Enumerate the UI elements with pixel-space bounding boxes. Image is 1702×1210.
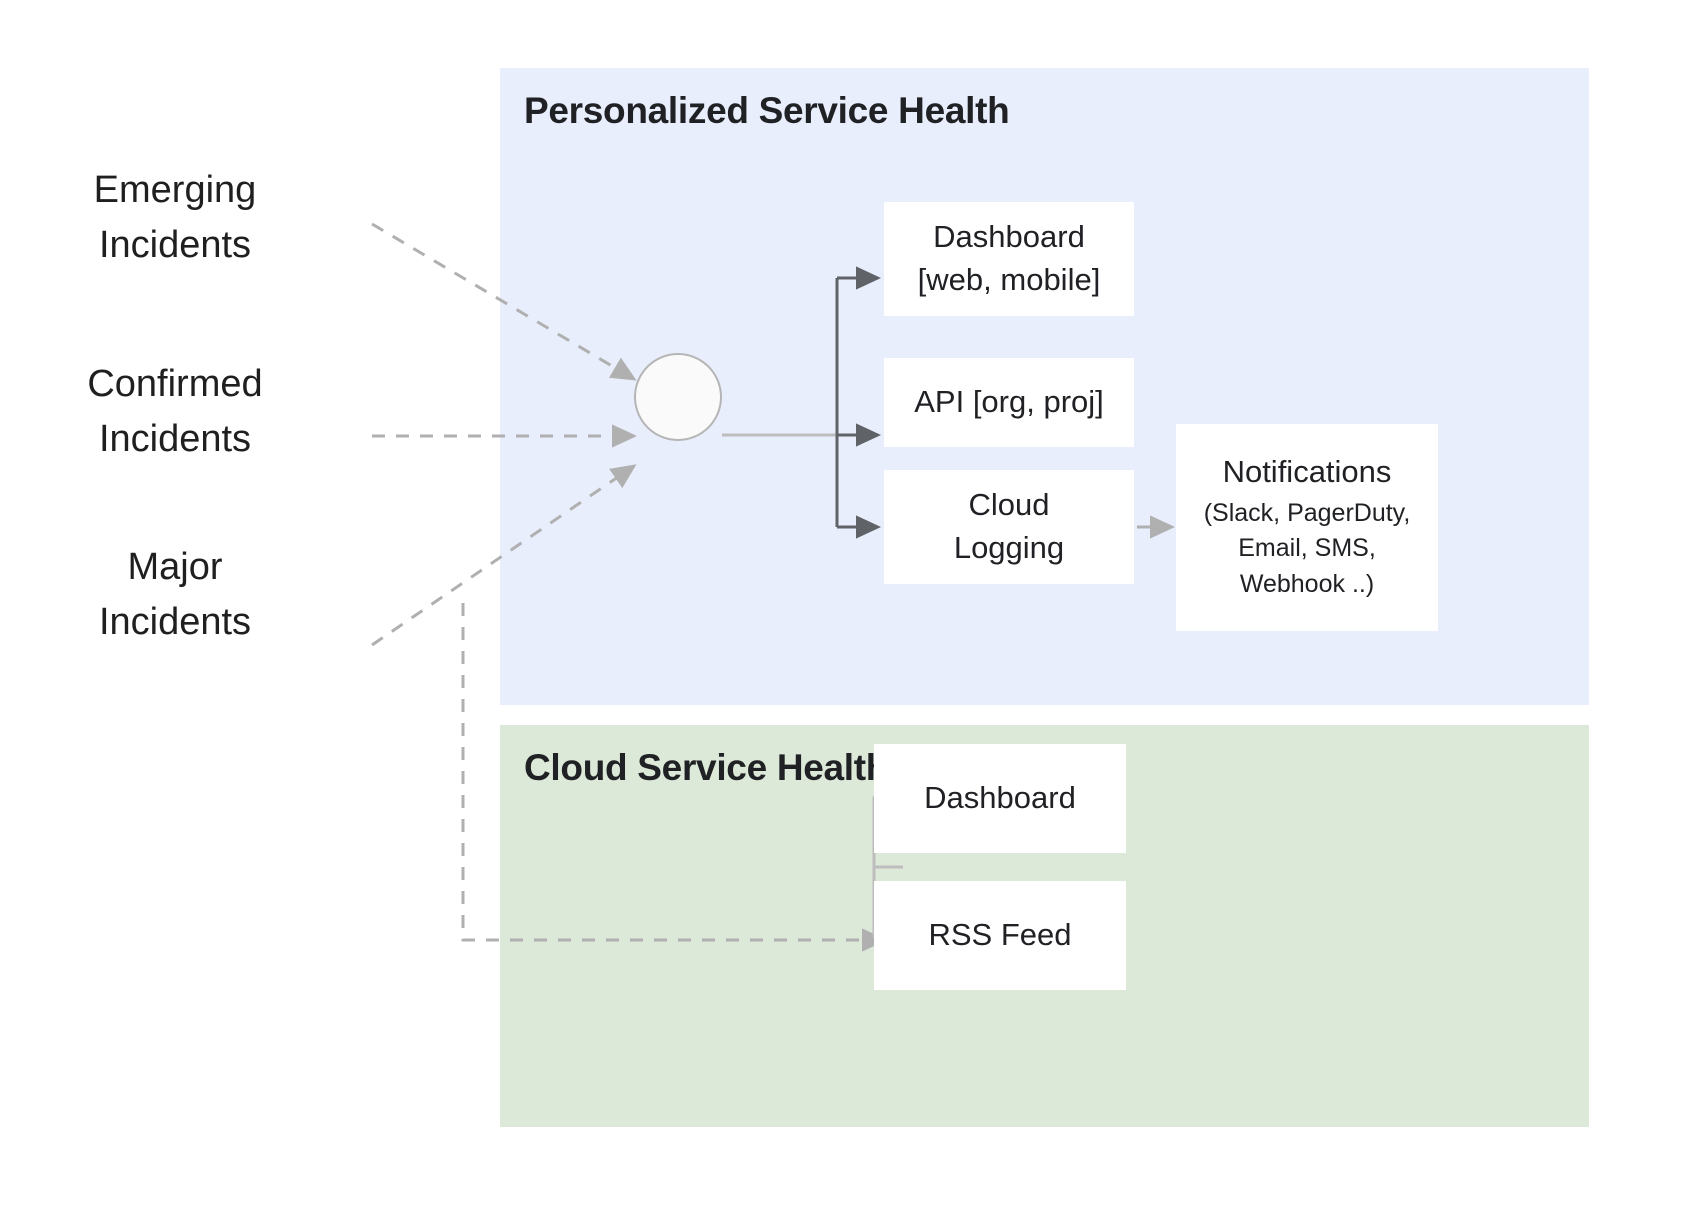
node-notifications-title: Notifications <box>1222 453 1392 489</box>
input-label-confirmed-incidents: Confirmed Incidents <box>87 363 263 461</box>
node-cloud-dashboard[interactable]: Dashboard <box>874 744 1126 853</box>
panel-title-personalized-service-health: Personalized Service Health <box>524 90 1010 131</box>
input-label-major-incidents: Major Incidents <box>98 546 252 644</box>
node-rss-feed[interactable]: RSS Feed <box>874 881 1126 990</box>
node-notifications-channels: (Slack, PagerDuty, Email, SMS, Webhook .… <box>1203 498 1411 598</box>
node-notifications[interactable]: Notifications (Slack, PagerDuty, Email, … <box>1176 424 1438 631</box>
input-label-emerging-incidents: Emerging Incidents <box>93 169 257 267</box>
node-api-org-proj[interactable]: API [org, proj] <box>884 358 1134 447</box>
panel-title-cloud-service-health: Cloud Service Health <box>524 747 889 788</box>
node-cloud-logging[interactable]: Cloud Logging <box>884 470 1134 584</box>
aggregator-hub-node[interactable] <box>634 353 722 441</box>
node-dashboard-web-mobile[interactable]: Dashboard [web, mobile] <box>884 202 1134 316</box>
